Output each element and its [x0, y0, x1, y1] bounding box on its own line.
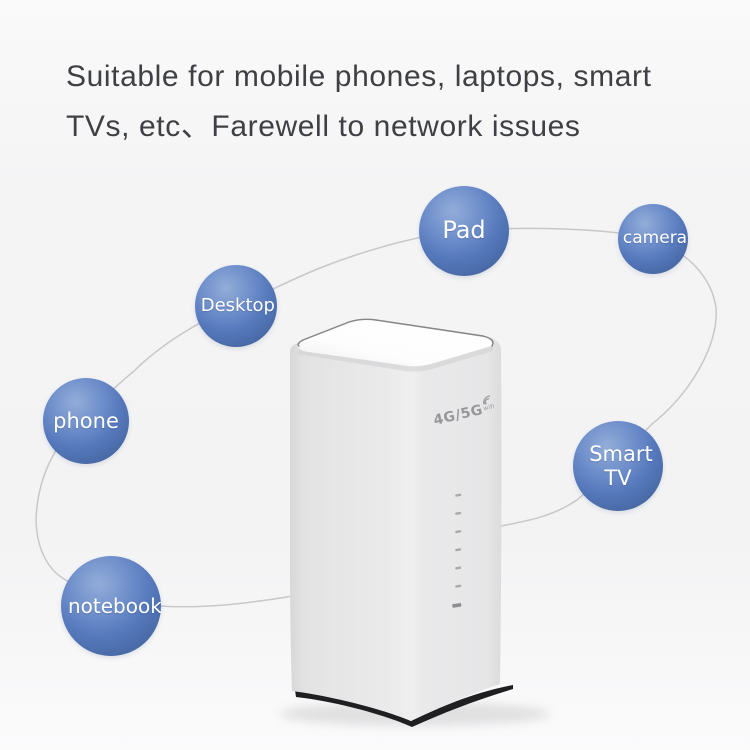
router-base	[295, 685, 513, 727]
headline-line-2: TVs, etc、Farewell to network issues	[66, 110, 581, 143]
device-label-camera: camera	[622, 228, 688, 249]
headline-line-1: Suitable for mobile phones, laptops, sma…	[66, 60, 652, 93]
router-top-face	[297, 320, 492, 366]
device-bubble-notebook: notebook	[61, 556, 162, 656]
device-label-desktop: Desktop	[200, 294, 275, 316]
indicator-tick	[455, 493, 462, 497]
indicator-tick	[455, 530, 462, 534]
indicator-tick	[455, 566, 462, 570]
device-label-notebook: notebook	[68, 593, 162, 618]
indicator-tick	[455, 511, 462, 515]
indicator-tick	[455, 584, 462, 588]
wifi-icon	[483, 395, 491, 405]
device-bubble-camera: camera	[618, 204, 688, 274]
device-label-smart-tv: Smart TV	[589, 441, 653, 490]
router-top-rim	[297, 318, 494, 347]
device-bubble-smart-tv: Smart TV	[573, 421, 663, 511]
device-bubble-phone: phone	[43, 378, 129, 464]
router-wifi-text: wifi	[482, 403, 496, 413]
router-shoulder-shade	[297, 346, 494, 372]
router-model-label: 4G/5G wifi	[432, 395, 497, 429]
headline: Suitable for mobile phones, laptops, sma…	[66, 52, 652, 152]
device-bubble-desktop: Desktop	[195, 265, 277, 347]
device-label-phone: phone	[53, 408, 119, 433]
device-label-pad: Pad	[442, 216, 486, 245]
orbit-ellipse-path	[35, 227, 717, 608]
router-body	[290, 323, 502, 721]
indicator-tick	[452, 603, 462, 608]
device-bubble-pad: Pad	[419, 186, 509, 276]
indicator-lights	[452, 493, 462, 608]
indicator-tick	[455, 548, 462, 552]
